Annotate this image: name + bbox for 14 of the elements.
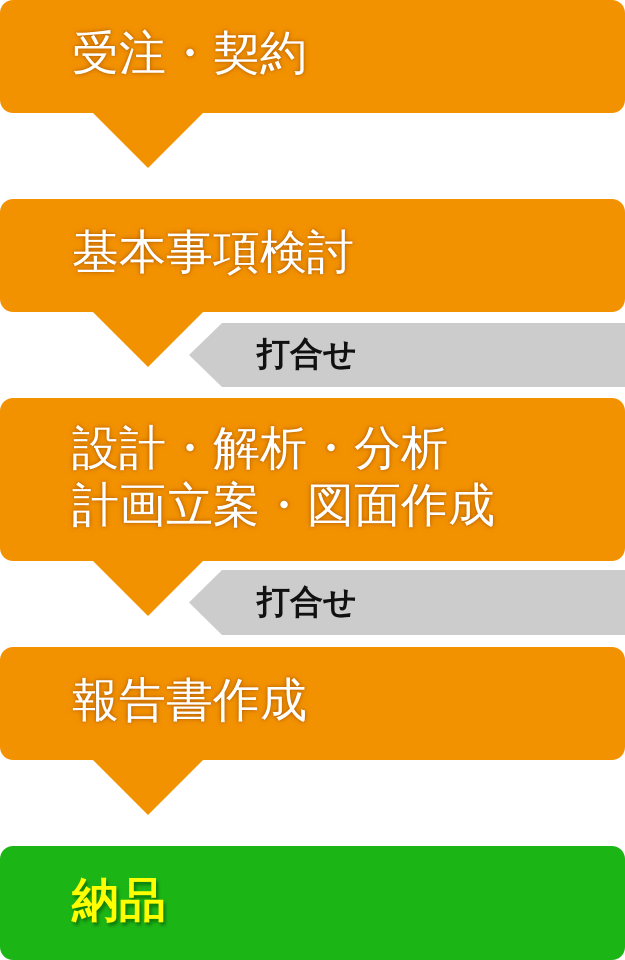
arrow-banner xyxy=(189,570,625,635)
process-box xyxy=(0,846,625,960)
flow-arrow xyxy=(93,113,203,168)
step-label: 基本事項検討 xyxy=(72,224,354,281)
arrow-banner xyxy=(189,323,625,387)
step-label: 報告書作成 xyxy=(72,672,307,729)
flow-arrow xyxy=(93,561,203,616)
step-label: 受注・契約 xyxy=(72,25,307,82)
step-label: 納品 xyxy=(72,872,166,928)
flow-arrow xyxy=(93,312,203,368)
flow-arrow xyxy=(93,760,203,816)
step-label: 設計・解析・分析計画立案・図面作成 xyxy=(72,420,496,534)
banner-label: 打合せ xyxy=(257,334,357,374)
banner-label: 打合せ xyxy=(257,582,357,622)
